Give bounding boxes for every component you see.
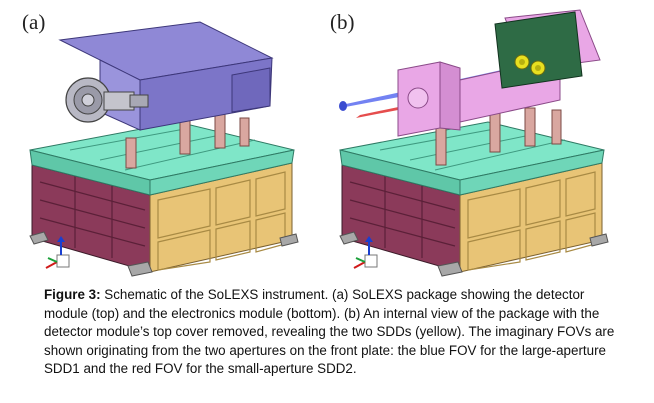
solexs-package-b xyxy=(339,9,609,277)
sdd-detectors xyxy=(514,54,546,76)
figure-caption: Figure 3: Schematic of the SoLEXS instru… xyxy=(44,286,629,379)
instrument-schematic xyxy=(29,9,609,277)
panel-label-a: (a) xyxy=(22,10,46,34)
axes-indicator-a xyxy=(45,236,70,269)
solexs-package-a xyxy=(29,21,299,277)
panel-label-b: (b) xyxy=(330,10,355,34)
detector-pcb xyxy=(494,11,583,89)
caption-prefix: Figure 3: xyxy=(44,287,101,302)
caption-text: Schematic of the SoLEXS instrument. (a) … xyxy=(44,287,615,377)
axes-indicator-b xyxy=(353,236,378,269)
